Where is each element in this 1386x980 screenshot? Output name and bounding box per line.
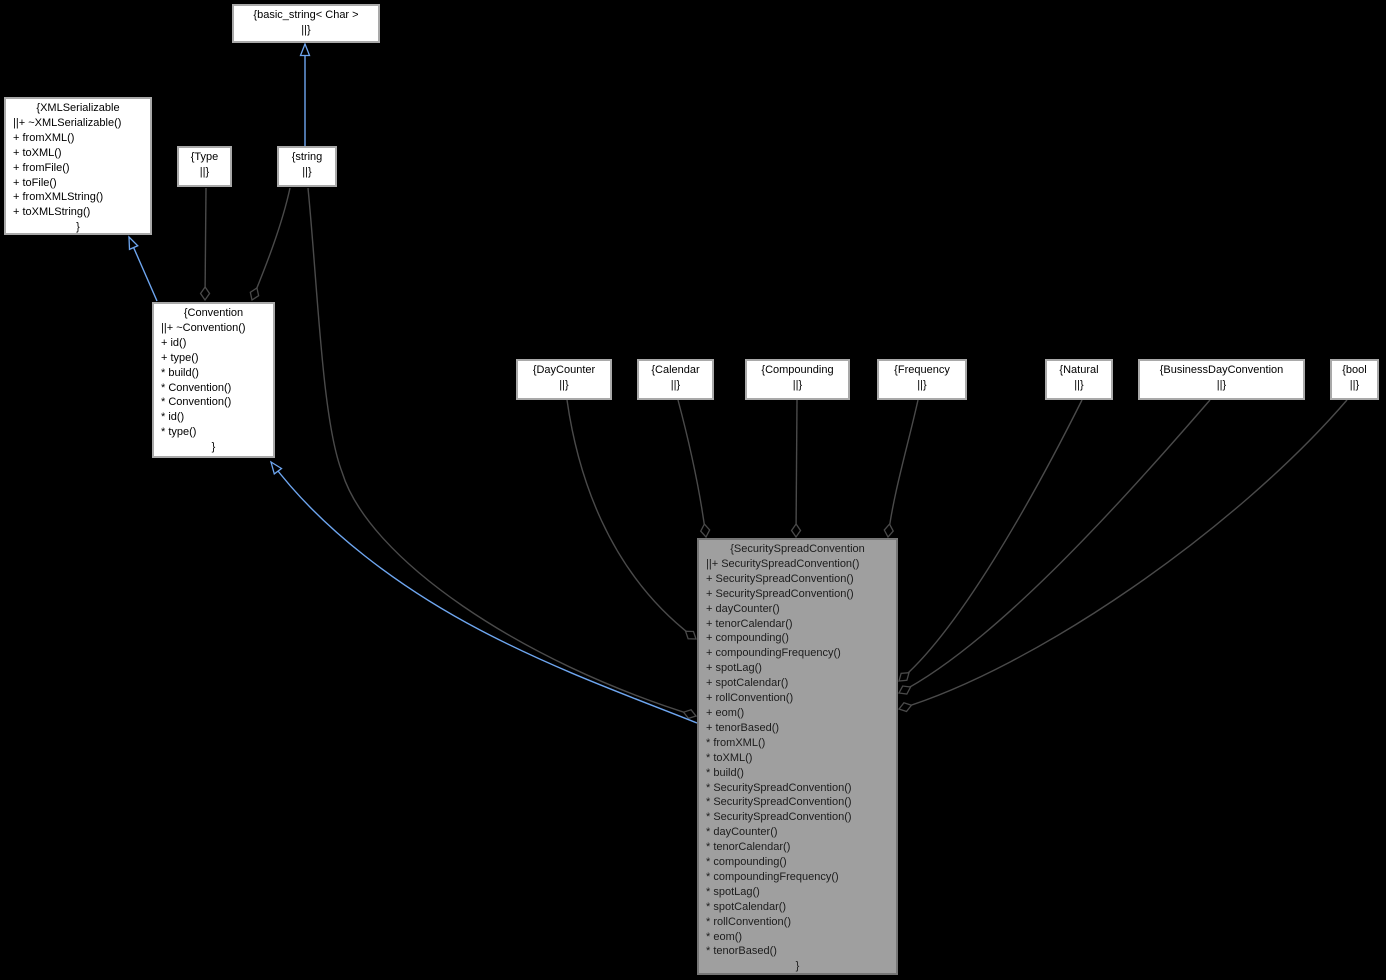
edge-aggregation-calendar-securityspreadconvention bbox=[677, 399, 711, 539]
class-node-bool[interactable]: {bool ||} bbox=[1330, 359, 1379, 400]
node-title: {Frequency bbox=[894, 364, 950, 376]
edge-aggregation-compounding-securityspreadconvention bbox=[790, 399, 802, 539]
node-closing: ||} bbox=[559, 378, 569, 391]
node-closing: ||} bbox=[1074, 378, 1084, 391]
node-closing: ||} bbox=[1349, 378, 1360, 391]
node-title: {Type bbox=[190, 151, 219, 163]
class-node-string[interactable]: {string ||} bbox=[277, 146, 337, 187]
node-title: {DayCounter bbox=[532, 364, 596, 376]
node-closing: } bbox=[211, 441, 216, 454]
node-members: ||+ ~XMLSerializable() + fromXML() + toX… bbox=[13, 116, 122, 219]
class-node-xmlserializable[interactable]: {XMLSerializable ||+ ~XMLSerializable() … bbox=[4, 97, 152, 235]
node-members: ||+ ~Convention() + id() + type() * buil… bbox=[161, 321, 246, 439]
edge-aggregation-frequency-securityspreadconvention bbox=[883, 399, 919, 539]
node-closing: ||} bbox=[199, 165, 210, 178]
edge-aggregation-type-convention bbox=[199, 187, 211, 302]
node-title: {Calendar bbox=[651, 364, 700, 376]
class-node-basic-string[interactable]: {basic_string< Char > ||} bbox=[232, 4, 380, 43]
node-closing: ||} bbox=[670, 378, 681, 391]
node-closing: ||} bbox=[917, 378, 927, 391]
edge-inheritance-convention-xmlserializable bbox=[128, 235, 158, 302]
edge-aggregation-businessdayconvention-securityspreadconvention bbox=[897, 399, 1211, 695]
edge-aggregation-string-securityspreadconvention bbox=[307, 187, 698, 720]
node-title: {string bbox=[291, 151, 323, 163]
edge-aggregation-natural-securityspreadconvention bbox=[898, 399, 1083, 682]
node-closing: ||} bbox=[302, 165, 312, 178]
node-title: {Natural bbox=[1059, 364, 1099, 376]
node-title: {Convention bbox=[183, 307, 244, 319]
node-title: {SecuritySpreadConvention bbox=[730, 543, 865, 555]
class-node-daycounter[interactable]: {DayCounter ||} bbox=[516, 359, 612, 400]
node-title: {Compounding bbox=[761, 364, 834, 376]
edge-aggregation-string-convention bbox=[249, 187, 291, 302]
node-closing: ||} bbox=[301, 23, 311, 36]
class-node-frequency[interactable]: {Frequency ||} bbox=[877, 359, 967, 400]
edge-aggregation-daycounter-securityspreadconvention bbox=[566, 399, 697, 640]
node-members: ||+ SecuritySpreadConvention() + Securit… bbox=[706, 557, 860, 958]
node-title: {bool bbox=[1342, 364, 1367, 376]
node-title: {basic_string< Char > bbox=[253, 9, 359, 21]
class-node-businessdayconvention[interactable]: {BusinessDayConvention ||} bbox=[1138, 359, 1305, 400]
class-node-type[interactable]: {Type ||} bbox=[177, 146, 232, 187]
node-title: {XMLSerializable bbox=[36, 102, 120, 114]
class-node-convention[interactable]: {Convention ||+ ~Convention() + id() + t… bbox=[152, 302, 275, 458]
node-closing: ||} bbox=[792, 378, 803, 391]
edge-aggregation-bool-securityspreadconvention bbox=[897, 399, 1348, 713]
node-title: {BusinessDayConvention bbox=[1159, 364, 1284, 376]
class-node-calendar[interactable]: {Calendar ||} bbox=[637, 359, 714, 400]
node-closing: ||} bbox=[1216, 378, 1227, 391]
class-node-securityspreadconvention[interactable]: {SecuritySpreadConvention ||+ SecuritySp… bbox=[697, 538, 898, 975]
edge-inheritance-securityspreadconvention-convention bbox=[269, 460, 698, 724]
class-node-natural[interactable]: {Natural ||} bbox=[1045, 359, 1113, 400]
node-closing: } bbox=[76, 221, 80, 234]
class-node-compounding[interactable]: {Compounding ||} bbox=[745, 359, 850, 400]
node-closing: } bbox=[795, 960, 800, 973]
